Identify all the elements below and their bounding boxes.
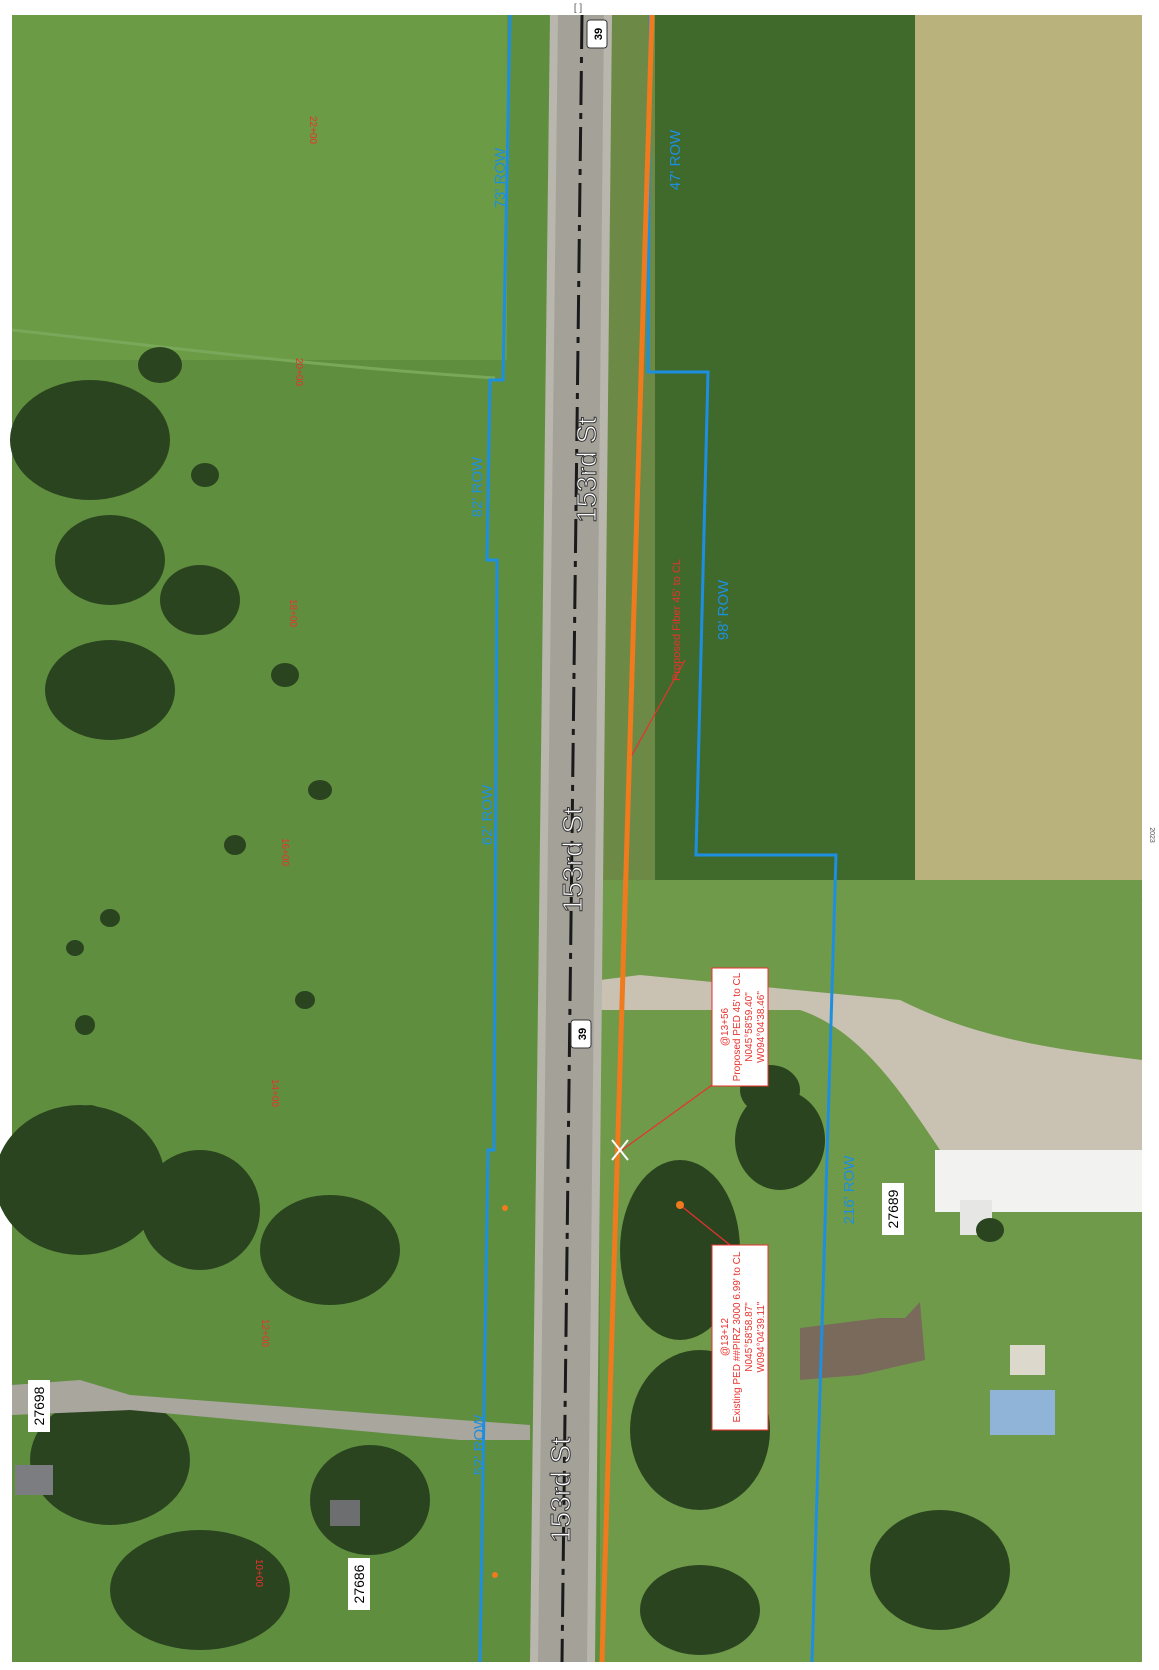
- row-label-98: 98' ROW: [715, 579, 732, 640]
- row-line-west: [478, 14, 512, 1663]
- proposed-fiber-line: [599, 14, 655, 1663]
- route-shield-north: 39: [593, 28, 605, 40]
- address-27686: 27686: [351, 1564, 367, 1603]
- existing-ped-line-2: Existing PED ##PIRZ 3000 6.99' to CL: [732, 1251, 743, 1422]
- station-20-00: 20+00: [293, 358, 304, 387]
- proposed-ped-line-3: N045°58'59.40": [744, 992, 755, 1062]
- existing-ped-callout: @13+12 Existing PED ##PIRZ 3000 6.99' to…: [711, 1244, 769, 1431]
- row-line-east: [646, 14, 838, 1663]
- ped-marker-proposed: [611, 1139, 629, 1161]
- row-label-62: 62' ROW: [479, 784, 496, 845]
- station-16-00: 16+00: [279, 838, 290, 867]
- road-label-south: 153rd St: [545, 1437, 576, 1543]
- bottom-mark: 2023: [1148, 827, 1155, 843]
- proposed-ped-line-1: @13+56: [720, 1007, 731, 1046]
- route-shield-south: 39: [577, 1028, 589, 1040]
- road-label-middle: 153rd St: [557, 807, 588, 913]
- proposed-ped-callout: @13+56 Proposed PED 45' to CL N045°58'59…: [711, 967, 769, 1087]
- station-10-00: 10+00: [253, 1559, 264, 1588]
- row-label-47: 47' ROW: [667, 129, 684, 190]
- existing-ped-line-4: W094°04'39.11": [756, 1301, 767, 1372]
- station-12-00: 12+00: [259, 1319, 270, 1348]
- fiber-annotation: Proposed Fiber 45' to CL: [671, 559, 683, 681]
- row-label-216: 216' ROW: [841, 1155, 858, 1225]
- existing-ped-line-3: N045°58'58.87": [744, 1302, 755, 1372]
- proposed-ped-line-2: Proposed PED 45' to CL: [732, 972, 743, 1081]
- row-label-82: 82' ROW: [469, 456, 486, 517]
- proposed-ped-line-4: W094°04'38.46": [756, 991, 767, 1063]
- address-27689: 27689: [885, 1189, 901, 1228]
- station-22-00: 22+00: [307, 116, 318, 145]
- row-label-52: 52' ROW: [471, 1414, 488, 1475]
- station-14-00: 14+00: [269, 1079, 280, 1108]
- existing-ped-line-1: @13+12: [720, 1317, 731, 1356]
- station-18-00: 18+00: [287, 599, 298, 628]
- corner-tick: [ ]: [574, 3, 583, 14]
- aerial-image: [0, 14, 1143, 1663]
- ped-marker-existing: [676, 1201, 684, 1209]
- road-label-north: 153rd St: [571, 417, 602, 523]
- address-27698: 27698: [31, 1386, 47, 1425]
- row-label-73: 73' ROW: [492, 147, 509, 208]
